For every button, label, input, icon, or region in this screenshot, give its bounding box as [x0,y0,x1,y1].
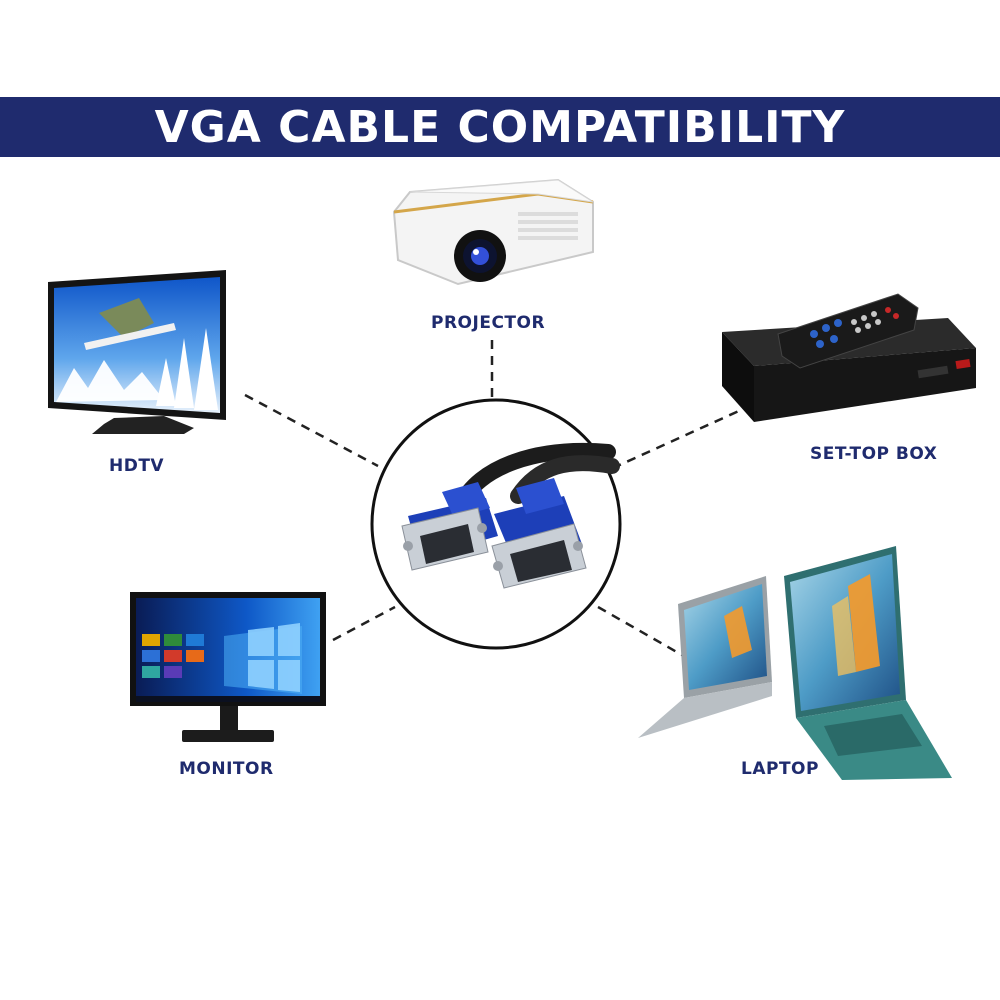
vga-cable-icon [368,396,624,652]
label-laptop: LAPTOP [741,759,819,779]
title-banner: VGA CABLE COMPATIBILITY [0,97,1000,157]
set-top-box-icon [718,290,980,430]
tv-icon [44,268,230,440]
label-monitor: MONITOR [179,759,274,779]
label-set-top-box: SET-TOP BOX [810,444,938,464]
page-title: VGA CABLE COMPATIBILITY [154,101,846,153]
monitor-icon [128,590,328,746]
laptop-icon [634,546,954,782]
label-projector: PROJECTOR [431,313,546,333]
projector-icon [388,172,600,298]
label-hdtv: HDTV [109,456,165,476]
line-monitor [332,605,396,642]
line-hdtv [244,393,379,468]
line-laptop [597,605,683,657]
